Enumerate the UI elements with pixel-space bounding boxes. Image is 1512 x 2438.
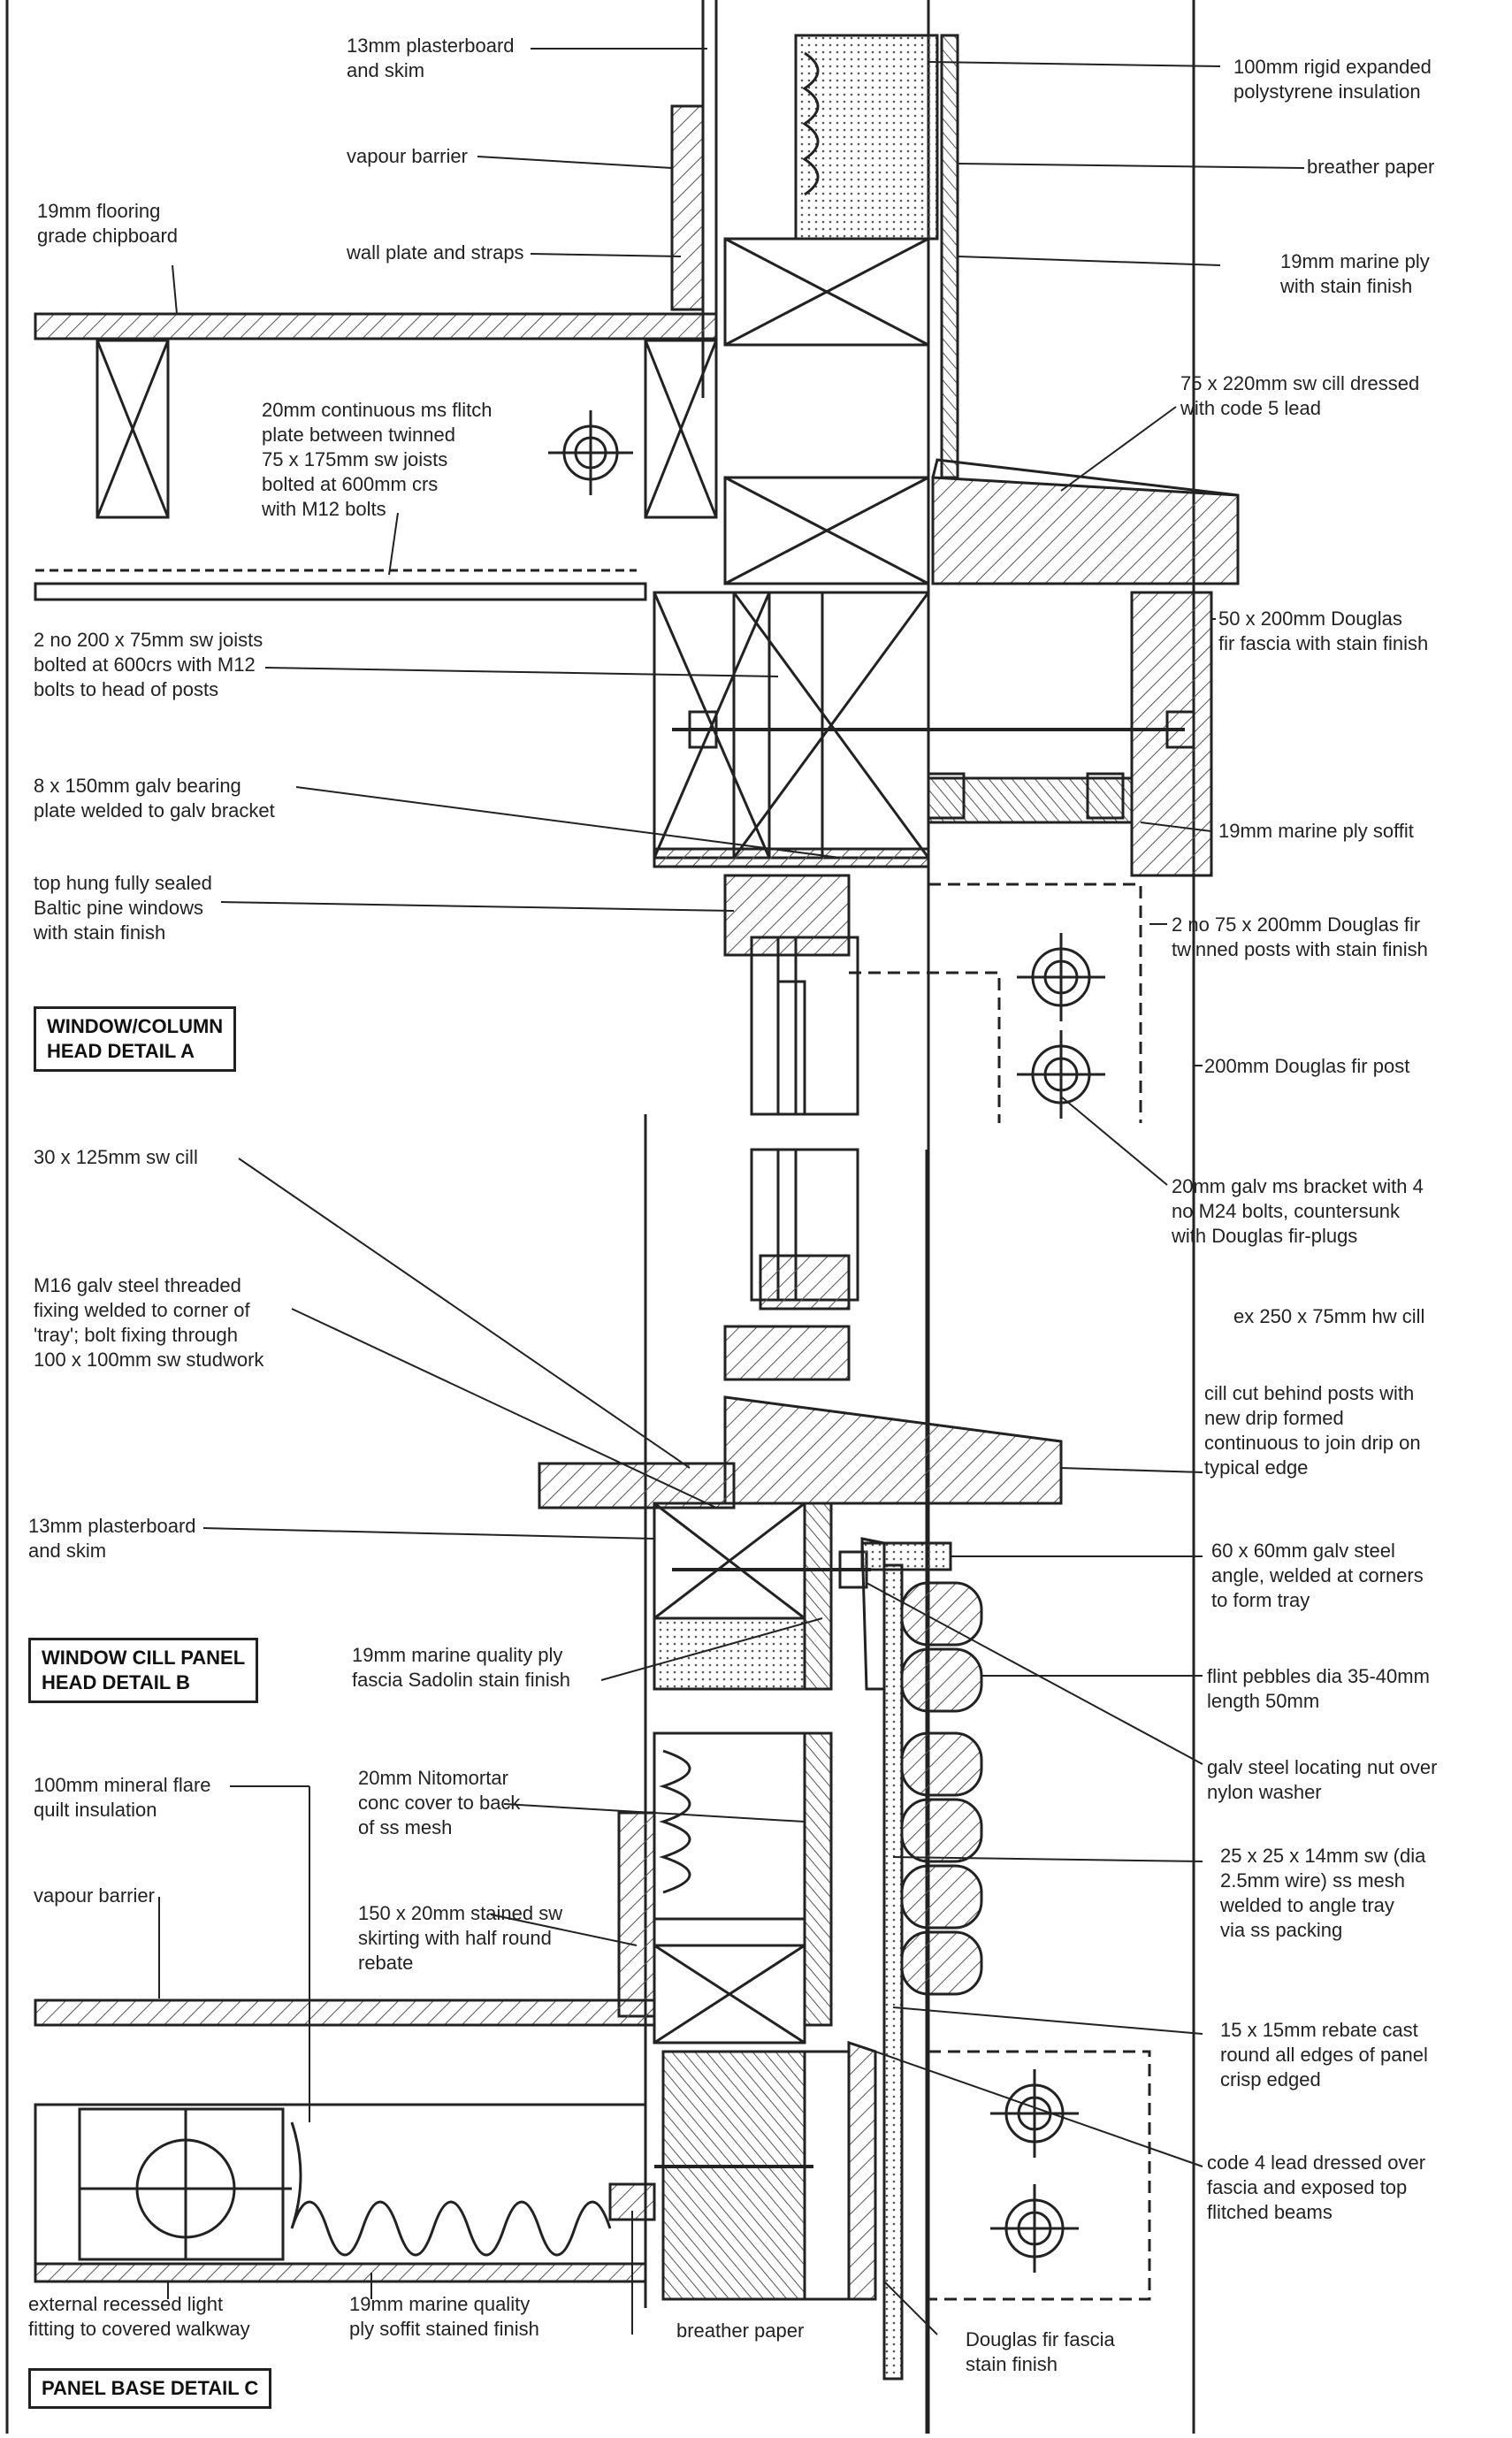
label-flooring: 19mm flooring grade chipboard: [37, 200, 179, 247]
label-lead-fascia: code 4 lead dressed over fascia and expo…: [1207, 2151, 1426, 2223]
label-plasterboard-mid: 13mm plasterboard and skim: [28, 1515, 196, 1562]
label-soffit-top: 19mm marine ply soffit: [1218, 820, 1414, 842]
label-cill-top: 75 x 220mm sw cill dressed with code 5 l…: [1180, 372, 1420, 419]
label-nitomortar: 20mm Nitomortar conc cover to back of ss…: [358, 1767, 521, 1838]
label-flitch-plate: 20mm continuous ms flitch plate between …: [262, 399, 493, 520]
label-joists: 2 no 200 x 75mm sw joists bolted at 600c…: [34, 629, 263, 700]
label-wall-plate: wall plate and straps: [347, 241, 524, 264]
label-sw-cill: 30 x 125mm sw cill: [34, 1146, 198, 1168]
label-marine-ply-top: 19mm marine ply with stain finish: [1280, 250, 1430, 297]
label-rebate: 15 x 15mm rebate cast round all edges of…: [1220, 2019, 1428, 2090]
label-hw-cill: ex 250 x 75mm hw cill: [1233, 1305, 1425, 1327]
label-vapour-barrier-low: vapour barrier: [34, 1884, 155, 1907]
detail-title-c: PANEL BASE DETAIL C: [28, 2368, 272, 2409]
label-locating-nut: galv steel locating nut over nylon washe…: [1207, 1756, 1438, 1803]
label-douglas-fascia: Douglas fir fascia stain finish: [966, 2328, 1115, 2375]
label-breather-paper-low: breather paper: [676, 2320, 805, 2342]
label-breather-paper-top: breather paper: [1307, 156, 1435, 178]
label-windows: top hung fully sealed Baltic pine window…: [34, 872, 212, 944]
label-bracket: 20mm galv ms bracket with 4 no M24 bolts…: [1172, 1175, 1424, 1247]
label-light-fitting: external recessed light fitting to cover…: [28, 2293, 250, 2340]
label-fascia-top: 50 x 200mm Douglas fir fascia with stain…: [1218, 608, 1429, 654]
label-twinned-posts: 2 no 75 x 200mm Douglas fir twinned post…: [1172, 913, 1428, 960]
label-skirting: 150 x 20mm stained sw skirting with half…: [358, 1902, 563, 1974]
label-galv-angle: 60 x 60mm galv steel angle, welded at co…: [1211, 1540, 1424, 1611]
label-eps-insulation: 100mm rigid expanded polystyrene insulat…: [1233, 56, 1432, 103]
label-vapour-barrier-top: vapour barrier: [347, 145, 468, 167]
label-cill-cut: cill cut behind posts with new drip form…: [1204, 1382, 1421, 1479]
label-soffit-low: 19mm marine quality ply soffit stained f…: [349, 2293, 539, 2340]
label-ply-fascia: 19mm marine quality ply fascia Sadolin s…: [352, 1644, 571, 1691]
detail-title-a: WINDOW/COLUMN HEAD DETAIL A: [34, 1006, 237, 1072]
detail-title-b: WINDOW CILL PANEL HEAD DETAIL B: [28, 1638, 259, 1703]
label-m16-fixing: M16 galv steel threaded fixing welded to…: [34, 1274, 264, 1371]
label-ss-mesh: 25 x 25 x 14mm sw (dia 2.5mm wire) ss me…: [1220, 1845, 1426, 1941]
label-post: 200mm Douglas fir post: [1204, 1055, 1410, 1077]
label-plasterboard-top: 13mm plasterboard and skim: [347, 34, 515, 81]
label-bearing-plate: 8 x 150mm galv bearing plate welded to g…: [34, 775, 275, 822]
label-mineral-quilt: 100mm mineral flare quilt insulation: [34, 1774, 211, 1821]
label-pebbles: flint pebbles dia 35-40mm length 50mm: [1207, 1665, 1430, 1712]
